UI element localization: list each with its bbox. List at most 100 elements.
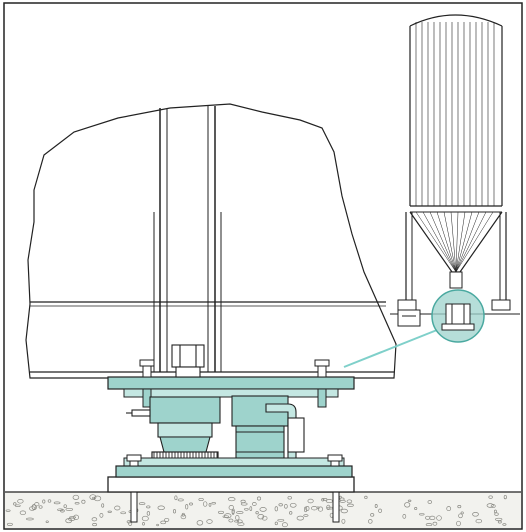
concrete-speckle <box>277 518 285 522</box>
concrete-speckle <box>13 502 17 506</box>
concrete-speckle <box>17 499 24 504</box>
concrete-speckle <box>206 519 213 524</box>
concrete-speckle <box>142 522 145 526</box>
concrete-speckle <box>146 511 151 516</box>
concrete-speckle <box>45 520 49 523</box>
concrete-speckle <box>65 507 74 511</box>
concrete-speckle <box>189 502 193 506</box>
concrete-speckle <box>305 506 310 511</box>
concrete-speckle <box>486 503 494 508</box>
concrete-speckle <box>317 506 324 512</box>
top-mounting-plate <box>107 376 355 390</box>
concrete-speckle <box>289 511 293 515</box>
concrete-speckle <box>256 496 262 501</box>
concrete-speckle <box>47 499 52 503</box>
concrete-speckle <box>425 523 433 527</box>
concrete-speckle <box>156 523 159 527</box>
concrete-speckle <box>208 503 212 507</box>
concrete-speckle <box>374 504 378 508</box>
concrete-speckle <box>89 494 97 500</box>
silo-icon <box>397 14 511 311</box>
concrete-speckle <box>497 520 502 524</box>
concrete-speckle <box>138 502 146 505</box>
silo-left-load-cell <box>397 309 421 327</box>
concrete-speckle <box>120 511 127 515</box>
concrete-speckle <box>488 495 493 499</box>
concrete-speckle <box>278 503 283 507</box>
top-bolts <box>139 359 330 408</box>
cone-rib <box>443 211 457 273</box>
concrete-speckle <box>472 512 479 517</box>
concrete-speckle <box>65 518 73 524</box>
concrete-speckle <box>257 514 265 520</box>
concrete-speckle <box>160 520 167 525</box>
concrete-speckle <box>72 494 80 500</box>
cone-rib <box>436 211 457 273</box>
concrete-speckle <box>404 502 411 508</box>
concrete-speckle <box>222 515 230 518</box>
cone-rib <box>455 211 480 273</box>
diagram-frame <box>3 2 523 530</box>
concrete-speckle <box>249 506 253 511</box>
concrete-speckle <box>211 502 217 505</box>
concrete-speckle <box>347 503 354 507</box>
vertical-column <box>153 106 222 372</box>
concrete-speckle <box>339 499 346 503</box>
concrete-speckle <box>38 505 43 509</box>
concrete-speckle <box>244 507 249 511</box>
concrete-speckle <box>495 517 503 521</box>
concrete-speckle <box>427 500 433 504</box>
concrete-speckle <box>57 508 64 511</box>
concrete-speckle <box>457 505 462 509</box>
concrete-speckle <box>180 514 187 520</box>
concrete-speckle <box>101 503 105 508</box>
concrete-speckle <box>81 499 86 504</box>
concrete-speckle <box>14 504 21 507</box>
concrete-foundation <box>5 491 521 528</box>
concrete-speckle <box>172 509 177 514</box>
concrete-speckle <box>6 522 13 526</box>
concrete-speckle <box>228 505 234 511</box>
cone-rib <box>455 211 459 273</box>
concrete-speckle <box>99 513 104 518</box>
concrete-speckle <box>368 519 373 524</box>
concrete-speckle <box>446 506 452 512</box>
concrete-speckle <box>198 497 204 502</box>
concrete-speckle <box>370 513 375 517</box>
concrete-speckle <box>281 522 288 528</box>
callout-load-cell <box>441 303 475 331</box>
concrete-speckle <box>217 510 225 514</box>
concrete-speckle <box>91 517 98 522</box>
concrete-speckle <box>340 508 348 514</box>
cone-rib <box>455 211 466 273</box>
concrete-speckle <box>5 509 11 512</box>
concrete-speckle <box>92 523 98 527</box>
cone-rib <box>422 211 457 273</box>
concrete-speckle <box>174 495 178 501</box>
concrete-speckle <box>341 518 346 524</box>
concrete-speckle <box>240 502 248 506</box>
concrete-speckle <box>185 504 189 510</box>
concrete-speckle <box>19 510 27 516</box>
cone-rib <box>455 211 487 273</box>
concrete-speckle <box>157 505 165 511</box>
concrete-speckle <box>407 499 412 502</box>
concrete-speckle <box>128 521 133 526</box>
concrete-speckle <box>414 507 418 510</box>
cone-rib <box>450 211 457 273</box>
concrete-speckle <box>177 498 184 502</box>
concrete-speckle <box>419 512 425 516</box>
concrete-speckle <box>164 517 170 522</box>
concrete-speckle <box>69 516 77 519</box>
bottom-base-plate <box>123 457 345 467</box>
concrete-speckle <box>53 501 61 505</box>
concrete-speckle <box>274 506 278 512</box>
concrete-speckle <box>287 495 292 500</box>
concrete-speckle <box>436 515 442 521</box>
concrete-speckle <box>231 509 235 515</box>
base-plinth <box>107 476 355 493</box>
concrete-speckle <box>74 502 80 505</box>
concrete-speckle <box>429 515 436 521</box>
concrete-speckle <box>456 520 461 527</box>
concrete-speckle <box>92 496 96 500</box>
